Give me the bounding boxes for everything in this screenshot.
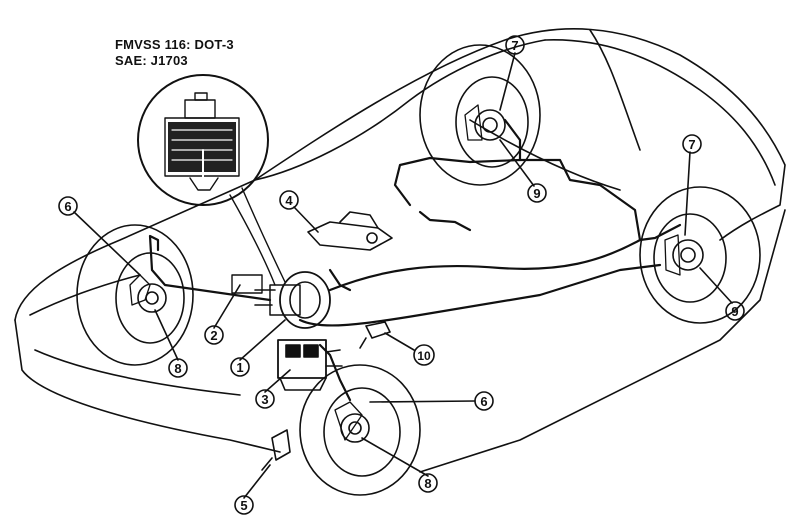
fluid-spec-fmvss: FMVSS 116: DOT-3 bbox=[115, 37, 234, 52]
callout-10-marker bbox=[413, 344, 435, 366]
callout-10: 10 bbox=[417, 349, 431, 363]
brake-lines bbox=[148, 118, 682, 402]
wheel-rear-left bbox=[419, 44, 541, 186]
callout-1: 1 bbox=[236, 360, 243, 375]
callout-3-marker bbox=[255, 389, 275, 409]
callout-8b: 8 bbox=[424, 476, 431, 491]
callout-8a: 8 bbox=[174, 361, 181, 376]
callout-2-marker bbox=[204, 325, 224, 345]
callout-6a-marker bbox=[58, 196, 78, 216]
module-10 bbox=[359, 321, 391, 349]
callout-6a: 6 bbox=[64, 199, 71, 214]
callout-5-marker bbox=[234, 495, 254, 515]
callout-6b-marker bbox=[474, 391, 494, 411]
sensor-5 bbox=[261, 429, 291, 471]
wheel-front-left bbox=[76, 224, 194, 366]
callout-3: 3 bbox=[261, 392, 268, 407]
callout-7a-marker bbox=[505, 35, 525, 55]
brake-booster-master-cylinder bbox=[231, 271, 331, 329]
abs-hydraulic-unit bbox=[277, 339, 343, 391]
control-unit bbox=[307, 211, 393, 251]
callout-1-marker bbox=[230, 357, 250, 377]
callout-8a-marker bbox=[168, 358, 188, 378]
callout-7a: 7 bbox=[511, 38, 518, 53]
car-body-outline bbox=[14, 28, 786, 473]
callout-9a: 9 bbox=[533, 186, 540, 201]
callout-4: 4 bbox=[285, 193, 293, 208]
callout-8b-marker bbox=[418, 473, 438, 493]
wheel-front-right bbox=[299, 364, 421, 496]
callout-6b: 6 bbox=[480, 394, 487, 409]
callout-5: 5 bbox=[240, 498, 247, 513]
fluid-spec-sae: SAE: J1703 bbox=[115, 53, 188, 68]
reservoir-detail-magnifier bbox=[137, 74, 286, 286]
callout-7b-marker bbox=[682, 134, 702, 154]
callouts: 1 2 3 4 5 6 6 bbox=[58, 35, 745, 515]
callout-9b: 9 bbox=[731, 304, 738, 319]
callout-9b-marker bbox=[725, 301, 745, 321]
wheel-rear-right bbox=[639, 186, 761, 324]
callout-7b: 7 bbox=[688, 137, 695, 152]
callout-9a-marker bbox=[527, 183, 547, 203]
callout-2: 2 bbox=[210, 328, 217, 343]
callout-4-marker bbox=[279, 190, 299, 210]
